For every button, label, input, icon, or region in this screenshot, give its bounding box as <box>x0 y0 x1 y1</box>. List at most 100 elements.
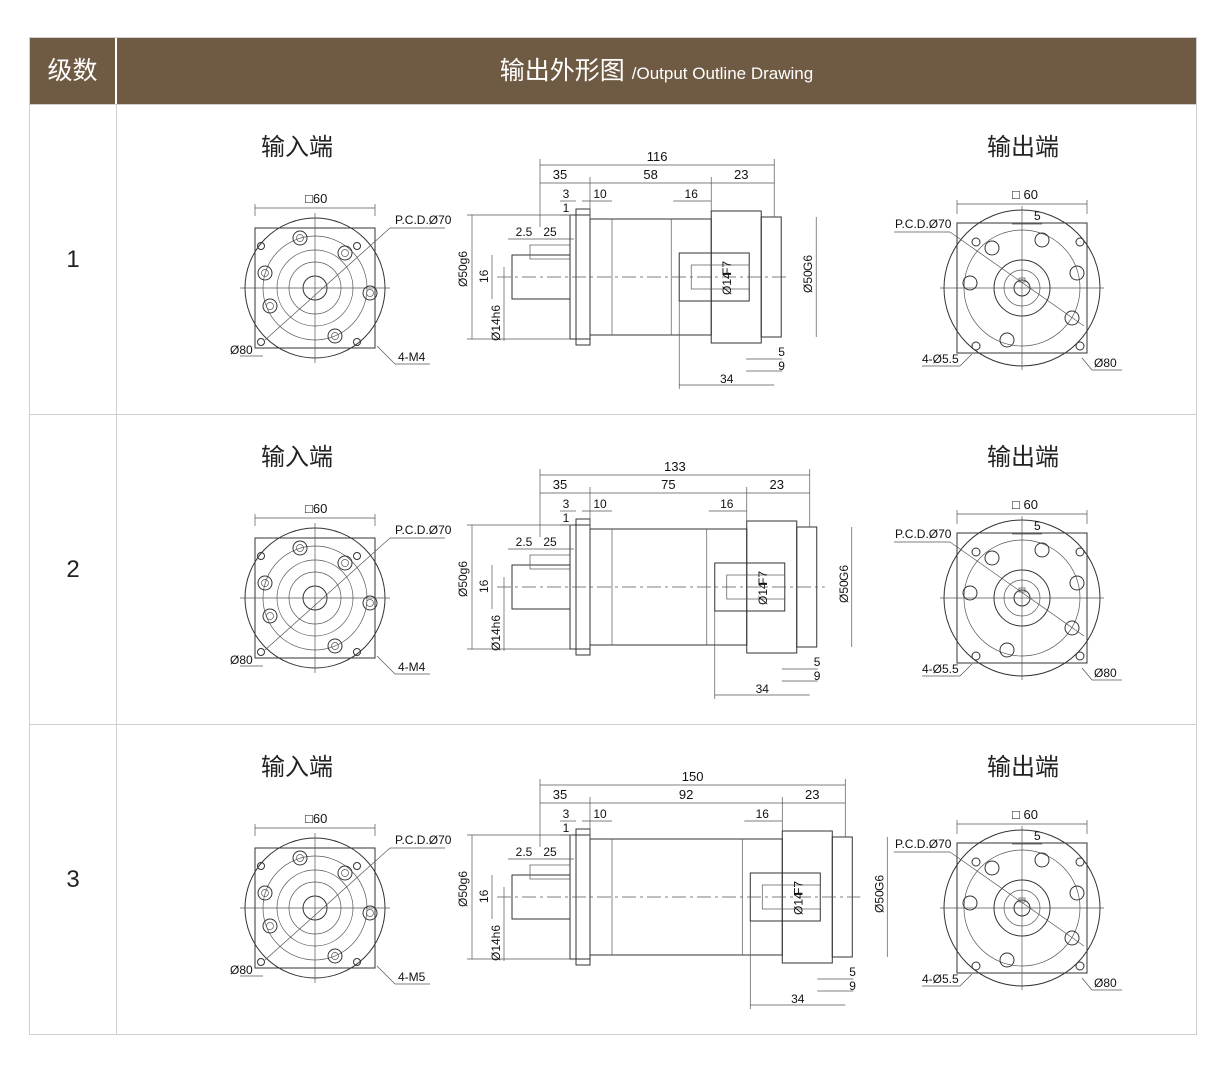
dim-bore-tolerance: F7 <box>720 261 734 275</box>
dim-9: 9 <box>778 359 785 373</box>
dim-square: □ 60 <box>1012 497 1038 512</box>
dim-thread: 4-M4 <box>398 350 426 364</box>
dim-spigot-tolerance: G6 <box>801 255 815 271</box>
dim-2-5: 2.5 <box>516 845 533 859</box>
dim-pcd: P.C.D.Ø70 <box>395 213 452 227</box>
dim-35: 35 <box>553 787 567 802</box>
dim-body-length: 92 <box>679 787 693 802</box>
dim-key: 5 <box>1034 209 1041 223</box>
dim-3: 3 <box>563 497 570 511</box>
header-title: 输出外形图 /Output Outline Drawing <box>117 38 1196 104</box>
dim-1: 1 <box>563 821 570 835</box>
dim-35: 35 <box>553 167 567 182</box>
dim-10: 10 <box>593 497 607 511</box>
dim-bore: Ø14 <box>720 272 734 295</box>
stage-number: 1 <box>30 105 117 414</box>
dim-pcd: P.C.D.Ø70 <box>395 523 452 537</box>
dim-3: 3 <box>563 187 570 201</box>
dim-diameter: Ø80 <box>1094 356 1117 370</box>
dim-35: 35 <box>553 477 567 492</box>
dim-23: 23 <box>805 787 819 802</box>
dim-flange-diameter: Ø50g6 <box>456 871 470 907</box>
dim-holes: 4-Ø5.5 <box>922 662 959 676</box>
dim-16: 16 <box>685 187 699 201</box>
stage-number: 2 <box>30 415 117 724</box>
output-end-view: □ 60 5P.C.D.Ø70 4-Ø5.5 Ø80 <box>894 187 1122 371</box>
dim-total-length: 133 <box>664 459 686 474</box>
dim-5: 5 <box>849 965 856 979</box>
dim-2-5: 2.5 <box>516 535 533 549</box>
input-end-label: 输入端 <box>261 134 333 161</box>
dim-25: 25 <box>543 225 557 239</box>
dim-10: 10 <box>593 807 607 821</box>
dim-square: □60 <box>305 501 327 516</box>
dim-34: 34 <box>720 372 734 386</box>
dim-bore-tolerance: F7 <box>756 571 770 585</box>
dim-bore-tolerance: F7 <box>791 881 805 895</box>
dim-9: 9 <box>849 979 856 993</box>
table-header: 级数 输出外形图 /Output Outline Drawing <box>30 38 1196 104</box>
dim-pcd: P.C.D.Ø70 <box>895 217 952 231</box>
dim-5: 5 <box>778 345 785 359</box>
dim-9: 9 <box>814 669 821 683</box>
dim-holes: 4-Ø5.5 <box>922 972 959 986</box>
output-end-label: 输出端 <box>987 754 1059 781</box>
dim-16-vertical: 16 <box>477 579 491 593</box>
header-stage-label: 级数 <box>30 38 117 104</box>
dim-square: □60 <box>305 811 327 826</box>
output-end-label: 输出端 <box>987 134 1059 161</box>
dim-key: 5 <box>1034 519 1041 533</box>
dim-thread: 4-M4 <box>398 660 426 674</box>
dim-shaft-diameter: Ø14h6 <box>489 925 503 961</box>
dim-spigot: Ø50 <box>837 580 851 603</box>
dim-diameter: Ø80 <box>230 963 253 977</box>
dim-1: 1 <box>563 201 570 215</box>
dim-diameter: Ø80 <box>1094 976 1117 990</box>
dim-23: 23 <box>734 167 748 182</box>
dim-body-length: 75 <box>661 477 675 492</box>
dim-34: 34 <box>756 682 770 696</box>
dim-spigot-tolerance: G6 <box>837 565 851 581</box>
dim-square: □60 <box>305 191 327 206</box>
dim-23: 23 <box>770 477 784 492</box>
dim-34: 34 <box>791 992 805 1006</box>
input-end-label: 输入端 <box>261 754 333 781</box>
header-title-en: /Output Outline Drawing <box>631 64 814 83</box>
dim-square: □ 60 <box>1012 187 1038 202</box>
dim-spigot: Ø50 <box>872 890 886 913</box>
dim-pcd: P.C.D.Ø70 <box>895 837 952 851</box>
dim-pcd: P.C.D.Ø70 <box>895 527 952 541</box>
dim-spigot-tolerance: G6 <box>872 875 886 891</box>
dim-spigot: Ø50 <box>801 270 815 293</box>
dim-16-vertical: 16 <box>477 889 491 903</box>
output-end-label: 输出端 <box>987 444 1059 471</box>
dim-10: 10 <box>593 187 607 201</box>
dim-25: 25 <box>543 535 557 549</box>
dim-flange-diameter: Ø50g6 <box>456 561 470 597</box>
dim-16: 16 <box>720 497 734 511</box>
dim-holes: 4-Ø5.5 <box>922 352 959 366</box>
dim-bore: Ø14 <box>756 582 770 605</box>
dim-16-vertical: 16 <box>477 269 491 283</box>
dim-total-length: 150 <box>682 769 704 784</box>
dim-16: 16 <box>756 807 770 821</box>
dim-diameter: Ø80 <box>230 343 253 357</box>
dim-total-length: 116 <box>647 149 668 164</box>
